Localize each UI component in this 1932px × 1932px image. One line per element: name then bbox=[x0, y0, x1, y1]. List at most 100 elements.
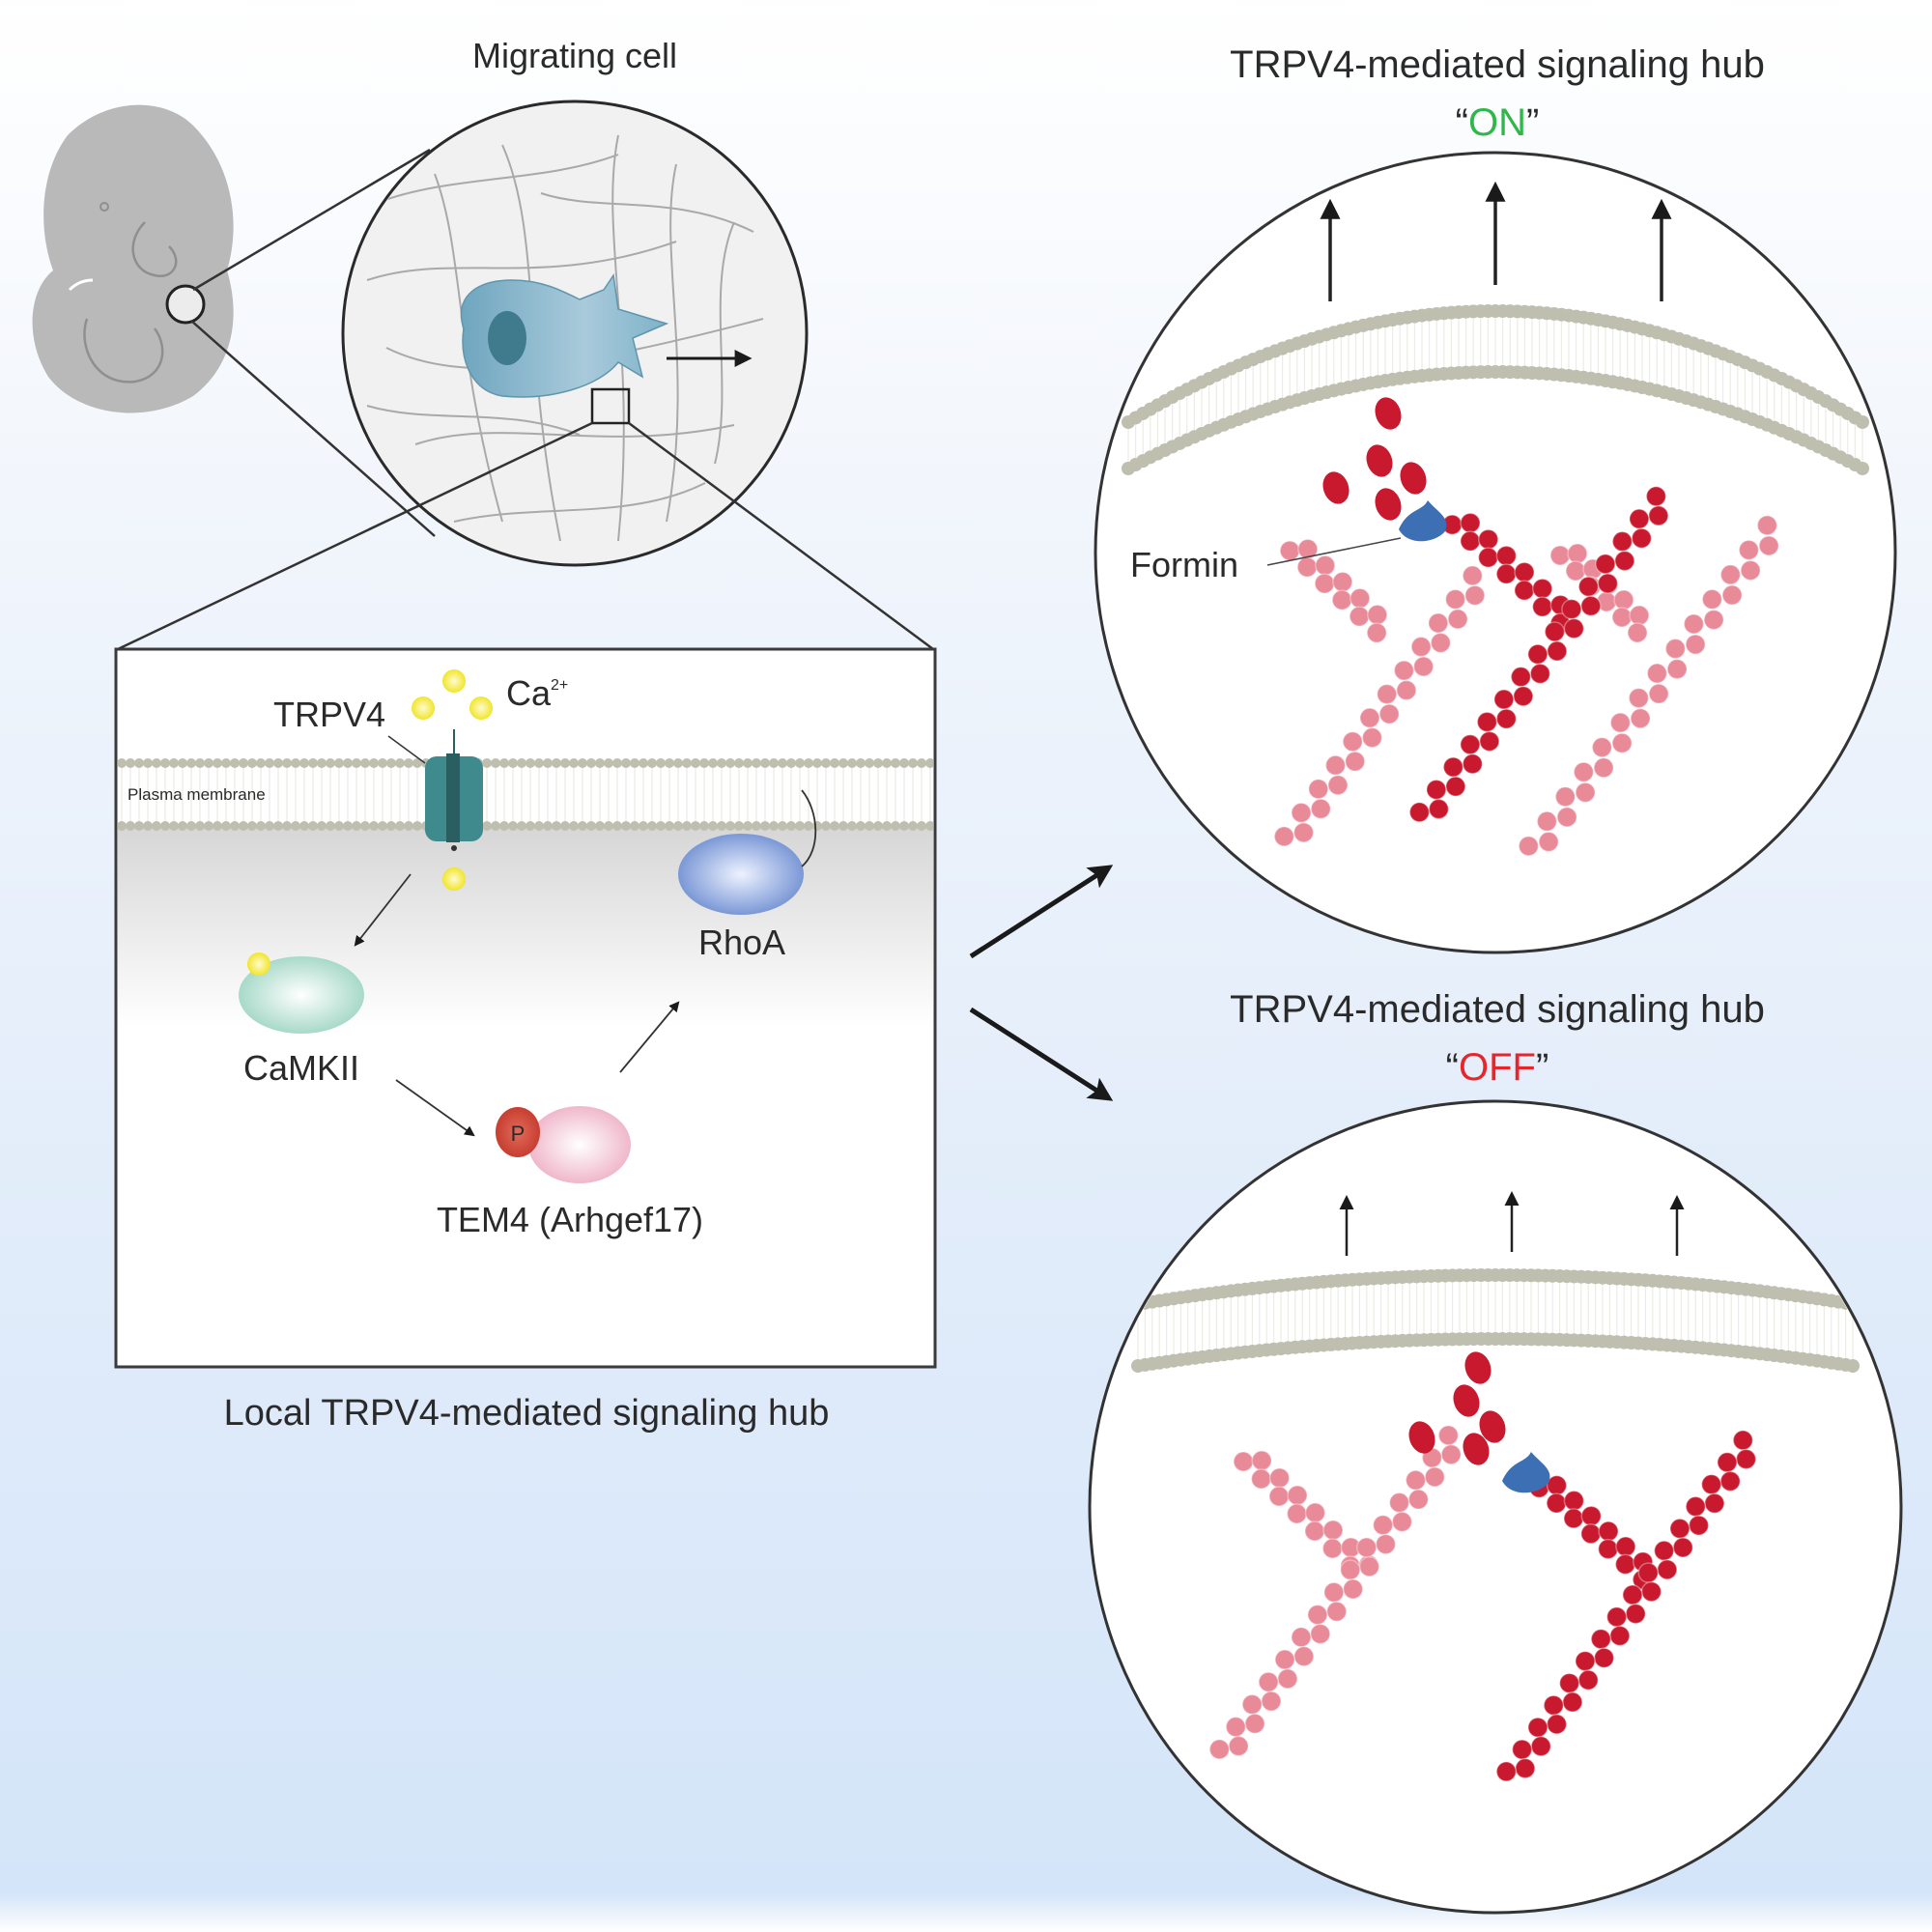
signaling-hub-inset: Plasma membrane TRPV4 Ca2+ CaMKII P TEM4… bbox=[114, 647, 937, 1369]
actin-monomer bbox=[1244, 1713, 1265, 1735]
lipid-head bbox=[178, 758, 187, 768]
actin-monomer bbox=[1437, 1425, 1460, 1446]
lipid-head bbox=[908, 821, 918, 831]
lipid-head bbox=[404, 758, 413, 768]
lipid-head bbox=[578, 758, 587, 768]
actin-monomer bbox=[1758, 535, 1779, 556]
actin-monomer bbox=[1440, 1443, 1462, 1465]
actin-monomer bbox=[1251, 1450, 1272, 1471]
pathway-arrow bbox=[354, 873, 412, 947]
on-state-label: “ON” bbox=[1456, 101, 1540, 144]
lipid-head bbox=[899, 821, 909, 831]
actin-monomer bbox=[1361, 726, 1383, 749]
actin-monomer bbox=[1322, 1520, 1344, 1541]
actin-monomer bbox=[1595, 554, 1616, 575]
lipid-head bbox=[830, 758, 839, 768]
actin-monomer bbox=[1286, 1503, 1308, 1524]
actin-monomer bbox=[1388, 1492, 1410, 1514]
actin-monomer bbox=[1513, 685, 1534, 707]
lipid-head bbox=[186, 821, 196, 831]
tem4-label: TEM4 (Arhgef17) bbox=[437, 1200, 703, 1239]
calcium-label: Ca2+ bbox=[506, 673, 568, 713]
lipid-head bbox=[369, 821, 379, 831]
lipid-head bbox=[265, 821, 274, 831]
actin-monomer bbox=[1721, 584, 1743, 606]
actin-monomer bbox=[1561, 598, 1582, 620]
trpv4-pointer-line bbox=[387, 735, 426, 764]
actin-monomer-free bbox=[1375, 397, 1402, 430]
zoom-region-box bbox=[590, 387, 631, 425]
lipid-head bbox=[334, 821, 344, 831]
lipid-head bbox=[856, 758, 866, 768]
off-state-text: OFF bbox=[1459, 1046, 1536, 1089]
actin-monomer bbox=[1527, 643, 1548, 666]
actin-monomer bbox=[1631, 527, 1653, 549]
lipid-head bbox=[221, 821, 231, 831]
actin-monomer bbox=[1495, 1761, 1518, 1782]
actin-monomer bbox=[1738, 539, 1760, 561]
actin-monomer bbox=[1703, 609, 1724, 631]
actin-monomer bbox=[1291, 1627, 1312, 1648]
lipid-head bbox=[812, 758, 822, 768]
lipid-head bbox=[699, 821, 709, 831]
actin-monomer bbox=[1683, 613, 1705, 635]
actin-monomer bbox=[1291, 802, 1312, 824]
actin-monomer bbox=[1562, 1691, 1583, 1713]
actin-monomer bbox=[1554, 785, 1577, 808]
lipid-head bbox=[126, 821, 135, 831]
actin-monomer bbox=[1735, 1448, 1757, 1470]
lipid-head bbox=[378, 821, 387, 831]
actin-monomer bbox=[1648, 683, 1669, 704]
rhoa-protein bbox=[678, 834, 804, 915]
lipid-head bbox=[230, 821, 240, 831]
actin-monomer bbox=[1666, 658, 1688, 680]
lipid-head bbox=[247, 758, 257, 768]
lipid-head bbox=[291, 821, 300, 831]
lipid-head bbox=[195, 821, 205, 831]
lipid-head bbox=[491, 758, 500, 768]
actin-monomer bbox=[1208, 1739, 1231, 1760]
actin-monomer bbox=[1614, 1553, 1636, 1576]
actin-monomer bbox=[1609, 1625, 1631, 1647]
actin-monomer bbox=[1225, 1716, 1247, 1738]
actin-monomer bbox=[1477, 547, 1499, 568]
lipid-head bbox=[691, 821, 700, 831]
actin-monomer bbox=[1464, 584, 1486, 607]
zoom-line bbox=[117, 421, 593, 651]
lipid-head bbox=[1846, 1359, 1860, 1373]
lipid-head bbox=[621, 758, 631, 768]
lipid-head bbox=[247, 821, 257, 831]
lipid-head bbox=[786, 821, 796, 831]
trpv4-label: TRPV4 bbox=[273, 695, 385, 734]
actin-monomer bbox=[1732, 1430, 1754, 1451]
actin-monomer bbox=[1511, 1739, 1533, 1760]
lipid-head bbox=[517, 821, 526, 831]
actin-monomer bbox=[1645, 486, 1667, 507]
lipid-head bbox=[717, 821, 726, 831]
actin-monomer bbox=[1688, 1515, 1710, 1536]
actin-monomer bbox=[1350, 587, 1371, 610]
calcium-ion bbox=[442, 669, 466, 693]
lipid-head bbox=[499, 821, 509, 831]
lipid-head bbox=[517, 758, 526, 768]
quote-close: ” bbox=[1536, 1046, 1548, 1089]
lipid-head bbox=[482, 758, 492, 768]
actin-monomer bbox=[1268, 1486, 1290, 1507]
actin-monomer bbox=[1273, 826, 1295, 847]
lipid-head bbox=[656, 821, 666, 831]
lipid-head bbox=[239, 758, 248, 768]
lipid-head bbox=[543, 758, 553, 768]
actin-monomer-free bbox=[1463, 1433, 1490, 1465]
lipid-head bbox=[760, 821, 770, 831]
lipid-head bbox=[352, 758, 361, 768]
actin-monomer bbox=[1704, 1492, 1725, 1514]
actin-monomer bbox=[1393, 660, 1415, 681]
actin-monomer bbox=[1622, 1584, 1643, 1605]
actin-monomer bbox=[1527, 1717, 1548, 1738]
quote-close: ” bbox=[1526, 101, 1539, 144]
actin-monomer bbox=[1321, 1538, 1344, 1559]
lipid-head bbox=[569, 758, 579, 768]
lipid-head bbox=[534, 758, 544, 768]
lipid-head bbox=[239, 821, 248, 831]
lipid-head bbox=[717, 758, 726, 768]
